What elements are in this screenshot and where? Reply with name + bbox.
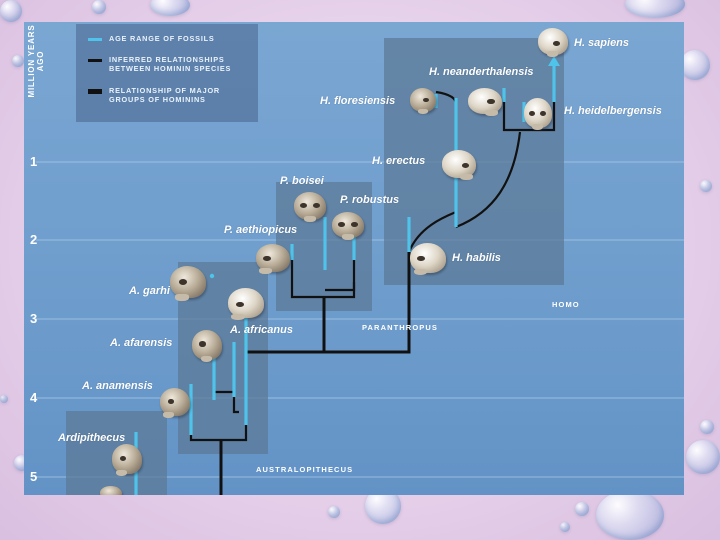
axis-tick-2: 2	[30, 232, 38, 247]
label-h-habilis: H. habilis	[452, 252, 501, 264]
skull-p-robustus-icon	[332, 212, 364, 241]
bubble-decoration	[686, 440, 720, 474]
label-h-erectus: H. erectus	[372, 155, 426, 167]
legend-swatch-black	[88, 59, 102, 62]
axis-tick-5: 5	[30, 469, 38, 484]
legend-item-major-groups: RELATIONSHIP OF MAJOR GROUPS OF HOMININS	[88, 86, 259, 104]
bubble-decoration	[680, 50, 710, 80]
bubble-decoration	[12, 55, 24, 67]
bubble-decoration	[328, 506, 340, 518]
skull-h-heidelbergensis-icon	[524, 98, 552, 131]
skull-h-floresiensis-icon	[410, 88, 436, 114]
group-label-australopithecus: AUSTRALOPITHECUS	[256, 465, 354, 474]
legend-swatch-blue	[88, 38, 102, 41]
bubble-decoration	[700, 420, 714, 434]
legend-label: AGE RANGE OF FOSSILS	[109, 34, 215, 43]
bubble-decoration	[625, 0, 685, 18]
label-a-africanus: A. africanus	[230, 324, 293, 336]
bubble-decoration	[700, 180, 712, 192]
legend-label: RELATIONSHIP OF MAJOR GROUPS OF HOMININS	[109, 86, 220, 104]
label-ardipithecus: Ardipithecus	[58, 432, 126, 444]
skull-h-habilis-icon	[410, 243, 446, 276]
axis-title: MILLION YEARS AGO	[27, 24, 45, 98]
bubble-decoration	[560, 522, 570, 532]
legend-item-inferred-relationships: INFERRED RELATIONSHIPS BETWEEN HOMININ S…	[88, 55, 259, 73]
bubble-decoration	[596, 490, 664, 540]
skull-h-sapiens-icon	[538, 28, 568, 58]
skull-ardipithecus-lower-icon	[100, 486, 122, 495]
skull-a-garhi-icon	[170, 266, 206, 301]
axis-tick-1: 1	[30, 154, 38, 169]
legend-item-fossil-range: AGE RANGE OF FOSSILS	[88, 34, 259, 43]
bubble-decoration	[92, 0, 106, 14]
axis-tick-4: 4	[30, 390, 38, 405]
hominin-evolution-diagram: AGE RANGE OF FOSSILS INFERRED RELATIONSH…	[24, 22, 684, 495]
skull-p-aethiopicus-icon	[256, 244, 290, 275]
label-h-neanderthalensis: H. neanderthalensis	[429, 66, 534, 78]
skull-ardipithecus-icon	[112, 444, 142, 477]
bubble-decoration	[150, 0, 190, 16]
label-h-sapiens: H. sapiens	[574, 37, 630, 49]
legend: AGE RANGE OF FOSSILS INFERRED RELATIONSH…	[76, 24, 258, 122]
skull-h-neanderthalensis-icon	[468, 88, 502, 117]
label-h-floresiensis: H. floresiensis	[320, 95, 396, 107]
label-a-garhi: A. garhi	[129, 285, 170, 297]
axis-tick-3: 3	[30, 311, 38, 326]
bubble-decoration	[575, 502, 589, 516]
label-h-heidelbergensis: H. heidelbergensis	[564, 105, 662, 117]
group-label-paranthropus: PARANTHROPUS	[362, 323, 438, 332]
group-label-homo: HOMO	[552, 300, 580, 309]
legend-label: INFERRED RELATIONSHIPS BETWEEN HOMININ S…	[109, 55, 232, 73]
label-p-boisei: P. boisei	[280, 175, 324, 187]
bubble-decoration	[0, 395, 8, 403]
skull-a-afarensis-icon	[192, 330, 222, 363]
skull-a-anamensis-icon	[160, 388, 190, 419]
label-p-robustus: P. robustus	[340, 194, 400, 206]
legend-swatch-black-thick	[88, 89, 102, 94]
label-p-aethiopicus: P. aethiopicus	[224, 224, 298, 236]
bubble-decoration	[0, 0, 22, 22]
label-a-anamensis: A. anamensis	[82, 380, 153, 392]
label-a-afarensis: A. afarensis	[110, 337, 173, 349]
skull-h-erectus-icon	[442, 150, 476, 181]
skull-a-africanus-icon	[228, 288, 264, 321]
skull-p-boisei-icon	[294, 192, 326, 223]
